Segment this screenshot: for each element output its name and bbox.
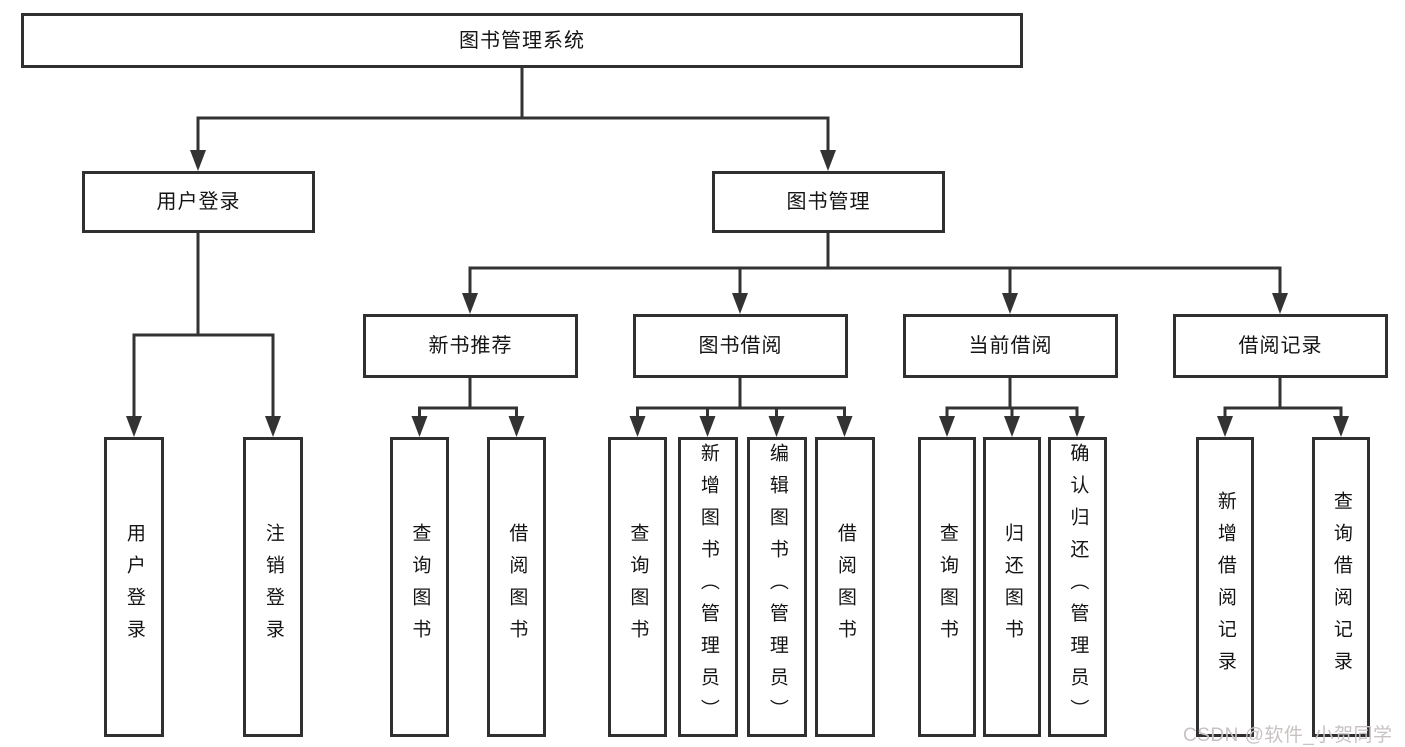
arrowhead xyxy=(411,416,428,437)
arrowhead xyxy=(265,416,281,437)
arrowhead xyxy=(699,416,716,437)
arrowhead xyxy=(462,293,478,314)
leaf-return-books: 归还图书 xyxy=(983,437,1041,737)
node-current-borrowing: 当前借阅 xyxy=(903,314,1118,378)
arrowhead xyxy=(820,150,836,171)
node-library-system: 图书管理系统 xyxy=(21,13,1023,68)
leaf-edit-book-admin: 编辑图书（管理员） xyxy=(747,437,807,737)
connector-new-book-rec xyxy=(418,378,518,418)
node-book-management: 图书管理 xyxy=(712,171,945,233)
leaf-confirm-return-admin: 确认归还（管理员） xyxy=(1048,437,1107,737)
node-user-login: 用户登录 xyxy=(82,171,315,233)
arrowhead xyxy=(768,416,785,437)
node-borrowing-records: 借阅记录 xyxy=(1173,314,1388,378)
watermark: CSDN @软件_小贺同学 xyxy=(1183,725,1393,746)
connector-book-mgmt xyxy=(468,233,1282,295)
arrowhead xyxy=(732,293,748,314)
leaf-add-borrow-record: 新增借阅记录 xyxy=(1196,437,1254,737)
leaf-query-books-current: 查询图书 xyxy=(918,437,976,737)
leaf-logout: 注销登录 xyxy=(243,437,303,737)
leaf-query-books-recommend: 查询图书 xyxy=(390,437,449,737)
leaf-query-books-borrowing: 查询图书 xyxy=(608,437,667,737)
arrowhead xyxy=(508,416,525,437)
arrowhead xyxy=(126,416,142,437)
arrowhead xyxy=(1217,416,1233,437)
leaf-borrow-books-borrowing: 借阅图书 xyxy=(815,437,875,737)
arrowheads xyxy=(126,150,1349,437)
connector-book-borrow xyxy=(636,378,846,418)
leaf-add-book-admin: 新增图书（管理员） xyxy=(678,437,738,737)
arrowhead xyxy=(629,416,646,437)
arrowhead xyxy=(1333,416,1349,437)
arrowhead xyxy=(1002,293,1018,314)
connector-borrow-records xyxy=(1223,378,1343,418)
connector-root xyxy=(196,68,830,152)
connector-current-borrow xyxy=(945,378,1079,418)
leaf-borrow-books-recommend: 借阅图书 xyxy=(487,437,546,737)
node-new-book-recommend: 新书推荐 xyxy=(363,314,578,378)
leaf-user-login: 用户登录 xyxy=(104,437,164,737)
arrowhead xyxy=(939,416,955,437)
arrowhead xyxy=(1069,416,1085,437)
arrowhead xyxy=(836,416,853,437)
node-book-borrowing: 图书借阅 xyxy=(633,314,848,378)
arrowhead xyxy=(190,150,206,171)
arrowhead xyxy=(1272,293,1288,314)
leaf-query-borrow-record: 查询借阅记录 xyxy=(1312,437,1370,737)
connector-user-login xyxy=(132,233,275,418)
arrowhead xyxy=(1004,416,1020,437)
